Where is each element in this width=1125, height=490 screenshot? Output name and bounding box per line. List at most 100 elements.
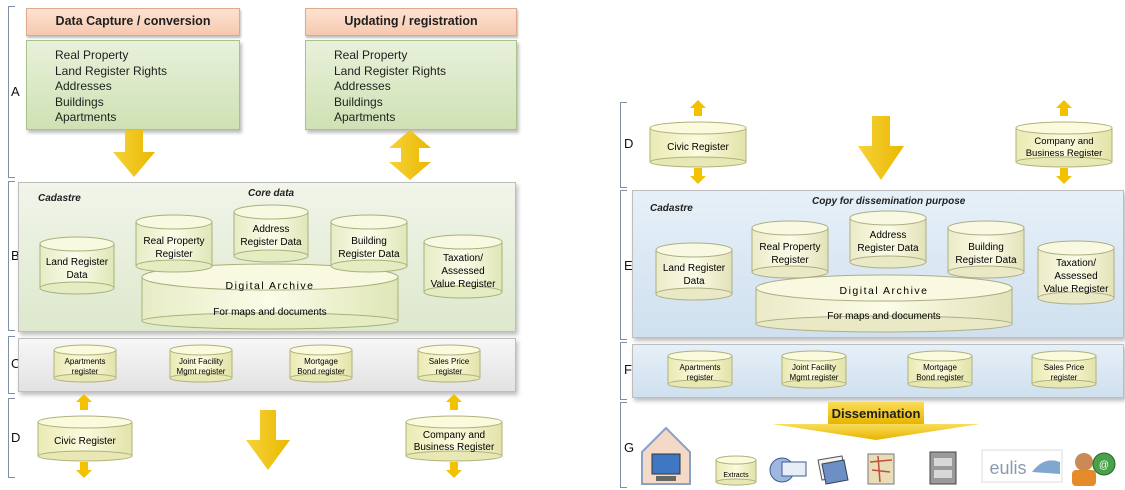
- real-property-label-right-1: Real Property: [759, 242, 820, 253]
- digital-archive-cylinder: Digital Archive For maps and documents: [755, 274, 1013, 333]
- updating-items-box: Real Property Land Register Rights Addre…: [305, 40, 517, 130]
- building-register-cylinder: Building Register Data: [330, 214, 408, 273]
- documents-stack-icon: [817, 455, 849, 485]
- section-label-d-right: D: [624, 136, 634, 151]
- taxation-label-right-3: Value Register: [1044, 284, 1110, 295]
- bracket-e: [620, 190, 627, 340]
- header-updating: Updating / registration: [305, 8, 517, 36]
- address-register-cylinder: Address Register Data: [849, 210, 927, 269]
- taxation-label-right-1: Taxation/: [1056, 258, 1096, 269]
- sales-price-label-right-1: Sales Price: [1044, 363, 1085, 372]
- house-computer-icon: [641, 426, 691, 485]
- at-icon: @: [1099, 460, 1109, 471]
- arrow-up-icon: [1056, 100, 1072, 116]
- taxation-label-right-2: Assessed: [1054, 271, 1097, 282]
- section-d-diagram: Civic Register Company and Business Regi…: [37, 394, 503, 478]
- mortgage-register-cylinder: Mortgage Bond register: [289, 344, 353, 383]
- bracket-g: [620, 402, 627, 488]
- sales-price-label-1: Sales Price: [429, 357, 470, 366]
- bracket-c: [8, 336, 15, 394]
- filing-cabinet-icon: [929, 451, 957, 485]
- real-property-label-2: Register: [155, 249, 193, 260]
- land-register-label-2: Data: [66, 270, 88, 281]
- digital-archive-title: Digital Archive: [225, 280, 314, 292]
- land-register-label-1: Land Register: [46, 257, 109, 268]
- address-label-right-2: Register Data: [857, 243, 919, 254]
- arrow-down-icon: [113, 130, 155, 177]
- digital-archive-title-right: Digital Archive: [839, 285, 928, 297]
- arrow-up-icon: [690, 100, 706, 116]
- mortgage-register-cylinder: Mortgage Bond register: [907, 350, 973, 389]
- extracts-label: Extracts: [723, 472, 749, 479]
- list-item: Land Register Rights: [334, 63, 447, 78]
- dissemination-diagram: Dissemination Extracts: [641, 402, 1116, 486]
- cadastre-label: Cadastre: [38, 193, 81, 204]
- civic-register-cylinder: Civic Register: [649, 121, 747, 168]
- core-data-diagram: Digital Archive For maps and documents L…: [39, 204, 503, 330]
- arrow-updown-icon: [389, 130, 431, 180]
- arrow-up-icon: [446, 394, 462, 410]
- address-label-1: Address: [253, 224, 290, 235]
- building-label-1: Building: [351, 236, 387, 247]
- list-item: Apartments: [55, 110, 117, 124]
- address-label-right-1: Address: [870, 230, 907, 241]
- sales-price-register-cylinder: Sales Price register: [417, 344, 481, 383]
- arrow-down-icon: [690, 168, 706, 184]
- list-item: Buildings: [55, 94, 104, 109]
- core-data-label: Core data: [248, 188, 295, 199]
- bracket-b: [8, 181, 15, 331]
- bracket-a: [8, 6, 15, 178]
- section-label-f: F: [624, 362, 632, 377]
- company-label-right-2: Business Register: [1026, 148, 1103, 159]
- civic-register-label: Civic Register: [54, 436, 116, 447]
- dissemination-arrow: Dissemination: [772, 402, 980, 440]
- land-register-cylinder: Land Register Data: [39, 236, 115, 295]
- company-label-2: Business Register: [414, 442, 495, 453]
- user-globe-icon: @: [1072, 452, 1116, 486]
- section-label-e: E: [624, 258, 633, 273]
- joint-facility-register-cylinder: Joint Facility Mgmt register: [169, 344, 233, 383]
- section-label-g: G: [624, 440, 635, 455]
- real-property-label-right-2: Register: [771, 255, 809, 266]
- apartments-label-1: Apartments: [65, 357, 106, 366]
- sales-price-label-2: register: [436, 367, 463, 376]
- company-label-1: Company and: [423, 430, 485, 441]
- joint-facility-label-right-2: Mgmt register: [790, 373, 839, 382]
- arrow-up-icon: [76, 394, 92, 410]
- mortgage-label-2: Bond register: [297, 367, 345, 376]
- extracts-cylinder: Extracts: [715, 455, 757, 486]
- apartments-label-right-2: register: [687, 373, 714, 382]
- building-label-right-1: Building: [968, 242, 1004, 253]
- land-register-label-right-1: Land Register: [663, 263, 726, 274]
- arrow-down-icon: [1056, 168, 1072, 184]
- registers-diagram: Apartments register Joint Facility Mgmt …: [53, 344, 481, 383]
- joint-facility-label-right-1: Joint Facility: [792, 363, 836, 372]
- apartments-register-cylinder: Apartments register: [667, 350, 733, 389]
- taxation-label-2: Assessed: [441, 266, 484, 277]
- cd-card-icon: [769, 457, 807, 483]
- digital-archive-cylinder: Digital Archive For maps and documents: [141, 263, 399, 330]
- registers-diagram-right: Apartments register Joint Facility Mgmt …: [667, 350, 1097, 389]
- company-register-cylinder: Company and Business Register: [1015, 121, 1113, 168]
- list-item: Apartments: [334, 110, 396, 124]
- mortgage-label-right-1: Mortgage: [923, 363, 957, 372]
- copy-data-diagram: Digital Archive For maps and documents L…: [655, 210, 1115, 333]
- company-label-right-1: Company and: [1034, 136, 1093, 147]
- joint-facility-label-2: Mgmt register: [177, 367, 226, 376]
- land-register-cylinder: Land Register Data: [655, 242, 733, 301]
- address-label-2: Register Data: [240, 237, 302, 248]
- digital-archive-subtitle-right: For maps and documents: [827, 311, 940, 322]
- joint-facility-label-1: Joint Facility: [179, 357, 223, 366]
- list-item: Real Property: [55, 48, 129, 62]
- copy-dissemination-label: Copy for dissemination purpose: [812, 196, 966, 207]
- joint-facility-register-cylinder: Joint Facility Mgmt register: [781, 350, 847, 389]
- list-item: Addresses: [334, 79, 391, 93]
- list-item: Addresses: [55, 79, 112, 93]
- building-label-2: Register Data: [338, 249, 400, 260]
- land-register-label-right-2: Data: [683, 276, 705, 287]
- section-label-d: D: [11, 430, 21, 445]
- address-register-cylinder: Address Register Data: [233, 204, 309, 263]
- section-label-c: C: [11, 356, 21, 371]
- mortgage-label-right-2: Bond register: [916, 373, 964, 382]
- sales-price-register-cylinder: Sales Price register: [1031, 350, 1097, 389]
